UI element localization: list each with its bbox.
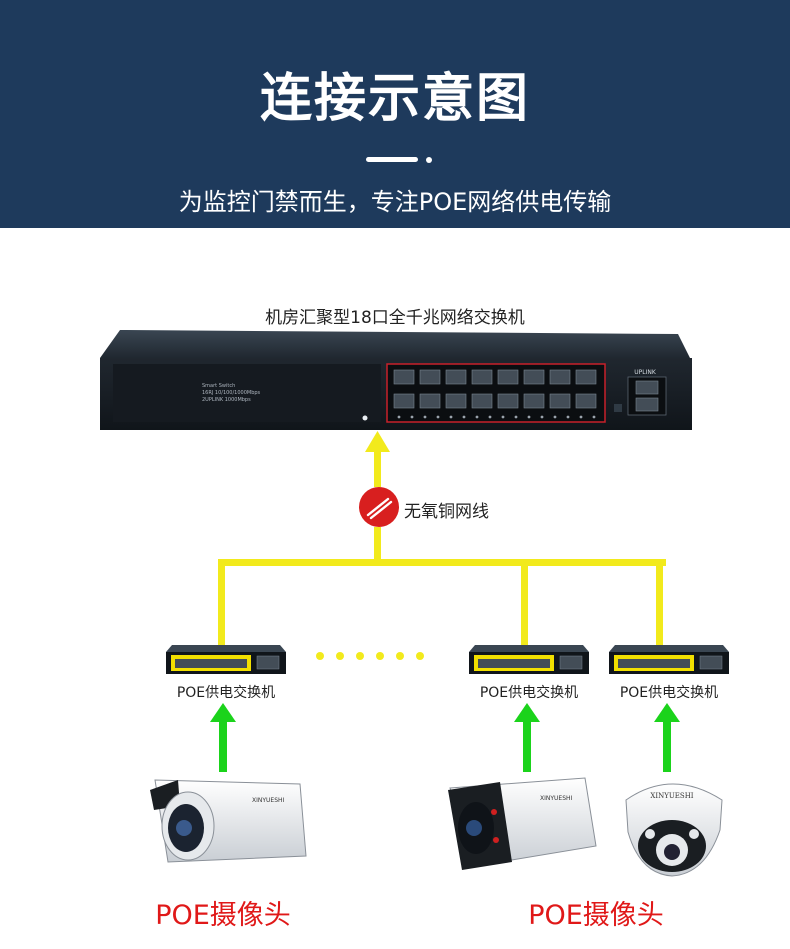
switch-face-line2: 16RJ 10/100/1000Mbps (202, 390, 261, 396)
cable-icon (359, 487, 399, 527)
switch-face-line1: Smart Switch (202, 383, 235, 389)
uplink-port-1 (635, 380, 659, 395)
cable-label: 无氧铜网线 (404, 502, 489, 522)
uplink-port-2 (635, 397, 659, 412)
dome-camera-brand: XINYUESHI (650, 792, 693, 800)
title-divider-dash (366, 157, 418, 162)
uplink-label: UPLINK (634, 369, 657, 376)
right-camera-label: POE摄像头 (528, 900, 664, 931)
cable-badge (359, 487, 399, 527)
bullet-camera-2-brand: XINYUESHI (540, 795, 573, 802)
uplink-arrow (365, 431, 390, 487)
poe-switch-1 (166, 645, 286, 674)
header-banner (0, 0, 790, 228)
main-switch: Smart Switch 16RJ 10/100/1000Mbps 2UPLIN… (100, 330, 692, 430)
poe-switch-2 (469, 645, 589, 674)
poe-switch-2-label: POE供电交换机 (479, 685, 579, 701)
camera-arrows (210, 703, 680, 772)
poe-switch-3 (609, 645, 729, 674)
dome-camera: XINYUESHI (625, 783, 723, 877)
yellow-cabling (218, 527, 666, 645)
main-switch-label: 机房汇聚型18口全千兆网络交换机 (265, 308, 525, 328)
page-subtitle: 为监控门禁而生，专注POE网络供电传输 (178, 188, 612, 216)
bullet-camera-1: XINYUESHI (150, 779, 307, 863)
poe-switch-1-label: POE供电交换机 (176, 685, 276, 701)
title-divider-dot (426, 157, 432, 163)
bullet-camera-1-brand: XINYUESHI (252, 797, 285, 804)
switch-face-line3: 2UPLINK 1000Mbps (202, 397, 251, 403)
left-camera-label: POE摄像头 (155, 900, 291, 931)
poe-switch-3-label: POE供电交换机 (619, 685, 719, 701)
page-title: 连接示意图 (259, 69, 530, 129)
main-switch-port-grid (393, 369, 597, 409)
ellipsis-dots (316, 652, 424, 660)
bullet-camera-2: XINYUESHI (448, 777, 597, 870)
power-indicator (362, 415, 368, 421)
